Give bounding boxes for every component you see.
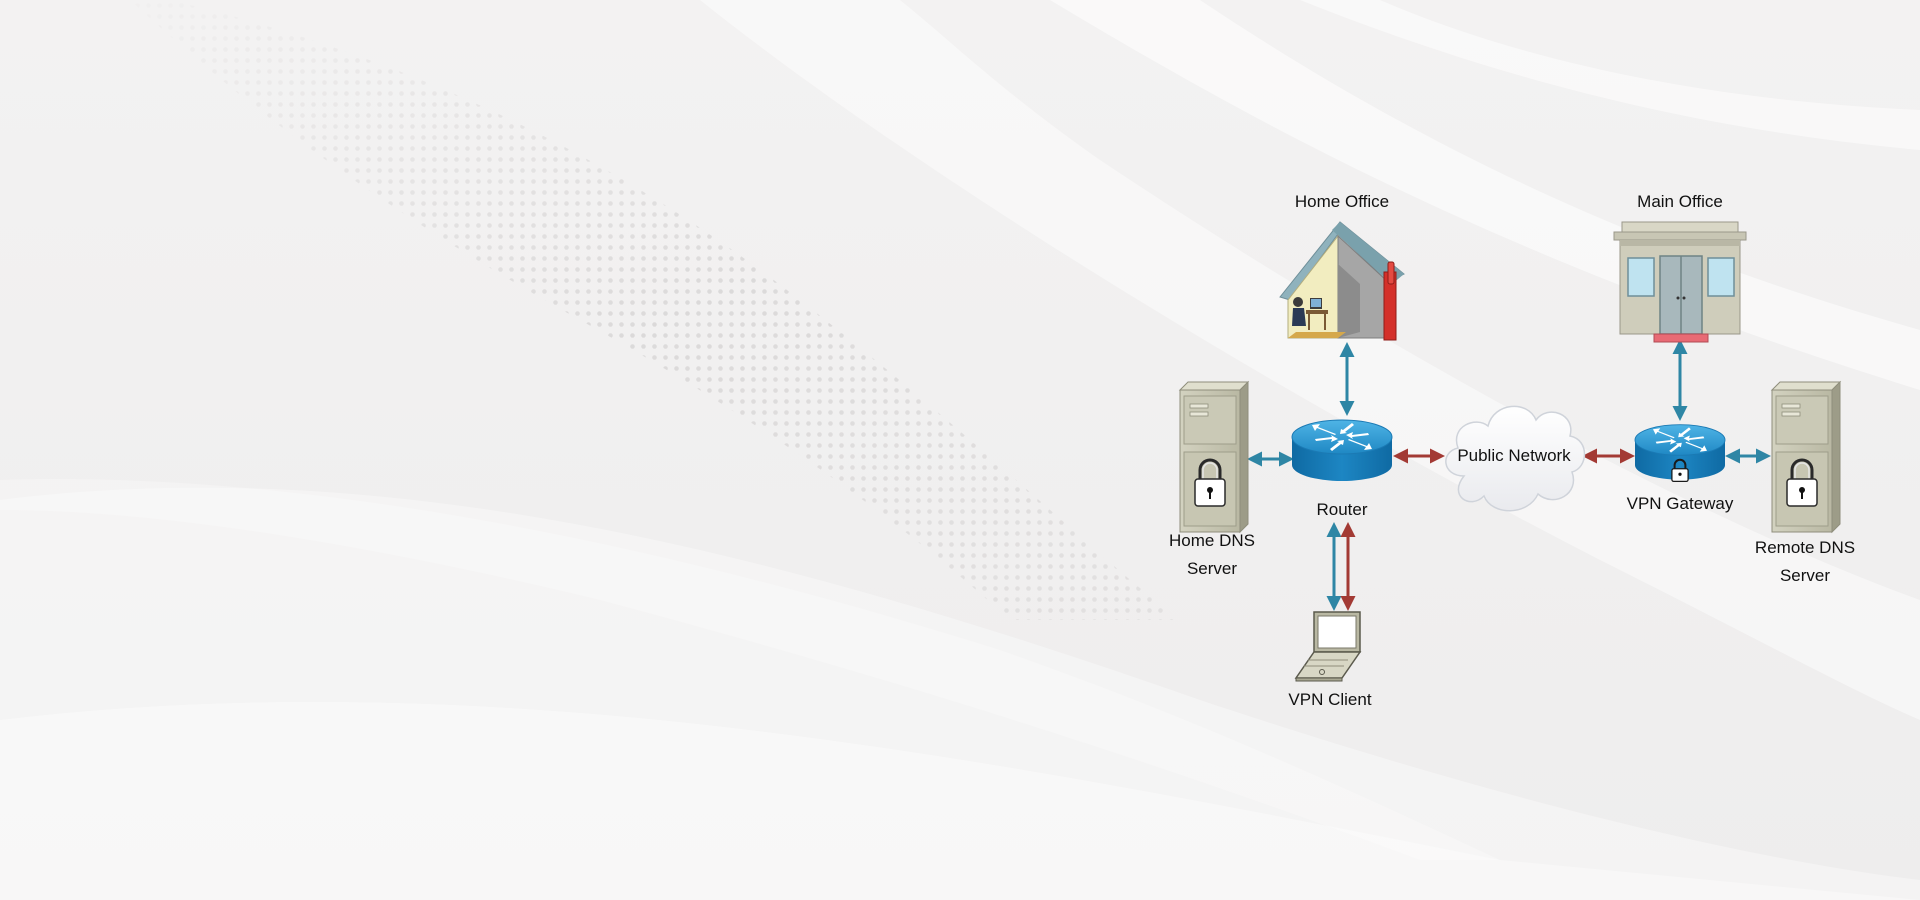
laptop-icon <box>1294 611 1362 682</box>
vpn-gateway-label: VPN Gateway <box>1626 494 1734 513</box>
remote-dns-server-label-line2: Server <box>1779 566 1831 585</box>
vpn-gateway-icon <box>1634 424 1726 483</box>
home-dns-server-icon <box>1178 380 1250 534</box>
home-dns-server-label-line2: Server <box>1186 559 1238 578</box>
building-icon <box>1613 221 1747 343</box>
house-icon <box>1279 221 1405 341</box>
home-dns-server-label: Home DNS Server <box>1160 527 1264 583</box>
home-dns-server-label-line1: Home DNS <box>1169 531 1255 550</box>
cloud-icon <box>1445 405 1586 512</box>
vpn-client-label: VPN Client <box>1288 690 1372 709</box>
public-network-label: Public Network <box>1457 446 1571 465</box>
router-label: Router <box>1316 500 1368 519</box>
home-office-label: Home Office <box>1294 192 1390 211</box>
router-icon <box>1291 419 1393 482</box>
remote-dns-server-label: Remote DNS Server <box>1750 534 1860 590</box>
remote-dns-server-icon <box>1770 380 1842 534</box>
remote-dns-server-label-line1: Remote DNS <box>1754 538 1856 557</box>
main-office-label: Main Office <box>1637 192 1723 211</box>
